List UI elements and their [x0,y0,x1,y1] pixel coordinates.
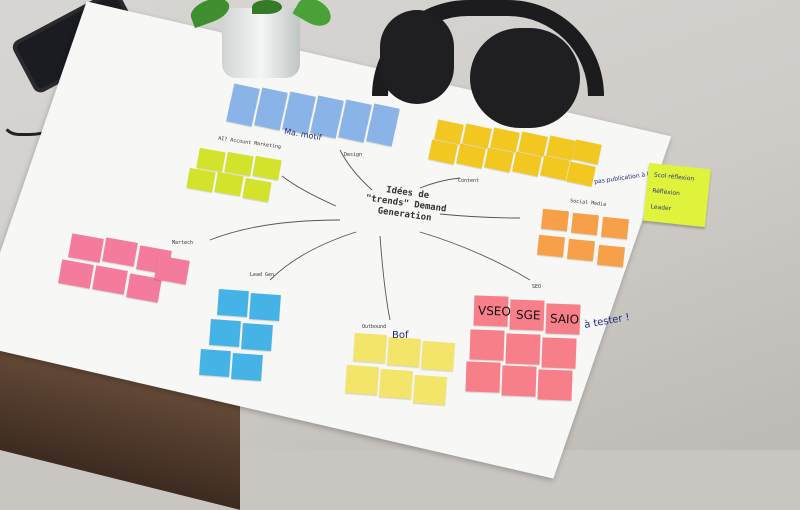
branch-label-design: Design [344,152,363,158]
branch-label-outbound: Outbound [362,324,387,330]
sticky-note [186,167,216,193]
seo-note-text: SGE [515,307,541,323]
headphones-cup-right [470,28,580,128]
sticky-note [567,238,595,262]
sticky-note [217,288,249,318]
sticky-note [209,318,241,348]
sticky-note [421,340,455,372]
sticky-note [505,333,541,365]
sticky-note [242,177,272,203]
plant-pot [222,8,300,78]
branch-label-lead-gen: Lead Gen [250,272,275,278]
connector-leadgen [269,231,357,281]
sticky-note [413,374,447,406]
branch-label-martech: Martech [172,240,194,246]
sticky-note [241,322,273,352]
sticky-note [537,234,565,258]
sticky-note [353,332,387,364]
sticky-note [199,348,231,378]
sticky-note [541,337,577,369]
sticky-note [469,329,505,361]
sticky-note [597,244,625,268]
sticky-note-stack: Scol réflexion Réflexion Leader [643,162,711,228]
connector-outbound [379,235,391,321]
stack-note-line: Scol réflexion [653,171,695,183]
sticky-note [571,212,599,236]
stack-note-line: Réflexion [651,187,681,198]
branch-label-content: Content [458,178,480,184]
connector-seo [419,231,531,281]
sticky-note [387,336,421,368]
sticky-note [224,151,254,177]
sticky-note [601,216,629,240]
mindmap-connectors [209,149,531,321]
sticky-note [379,368,413,400]
connector-ai [281,175,337,207]
connector-design [339,149,373,191]
seo-note-text: SAIO [549,311,580,327]
sticky-note [537,369,573,401]
seo-note-text: VSEO [477,303,512,319]
sticky-note: VSEO [473,295,512,327]
sticky-note [249,292,281,322]
sticky-note [465,361,501,393]
connector-content [419,177,461,189]
headphones-cup-left [380,10,454,104]
stack-note-line: Leader [650,203,672,213]
sticky-note [345,364,379,396]
handwritten-note: Bof [392,330,409,341]
plant-leaf [252,0,282,14]
branch-label-seo: SEO [532,284,542,290]
sticky-note [501,365,537,397]
connector-social [439,213,521,219]
sticky-note: SAIO [545,303,581,335]
sticky-note [214,171,244,197]
sticky-note: SGE [509,299,545,331]
sticky-note [541,208,569,232]
connector-martech [209,219,341,241]
sticky-note [231,352,263,382]
sticky-note [196,147,226,173]
sticky-note [252,155,282,181]
